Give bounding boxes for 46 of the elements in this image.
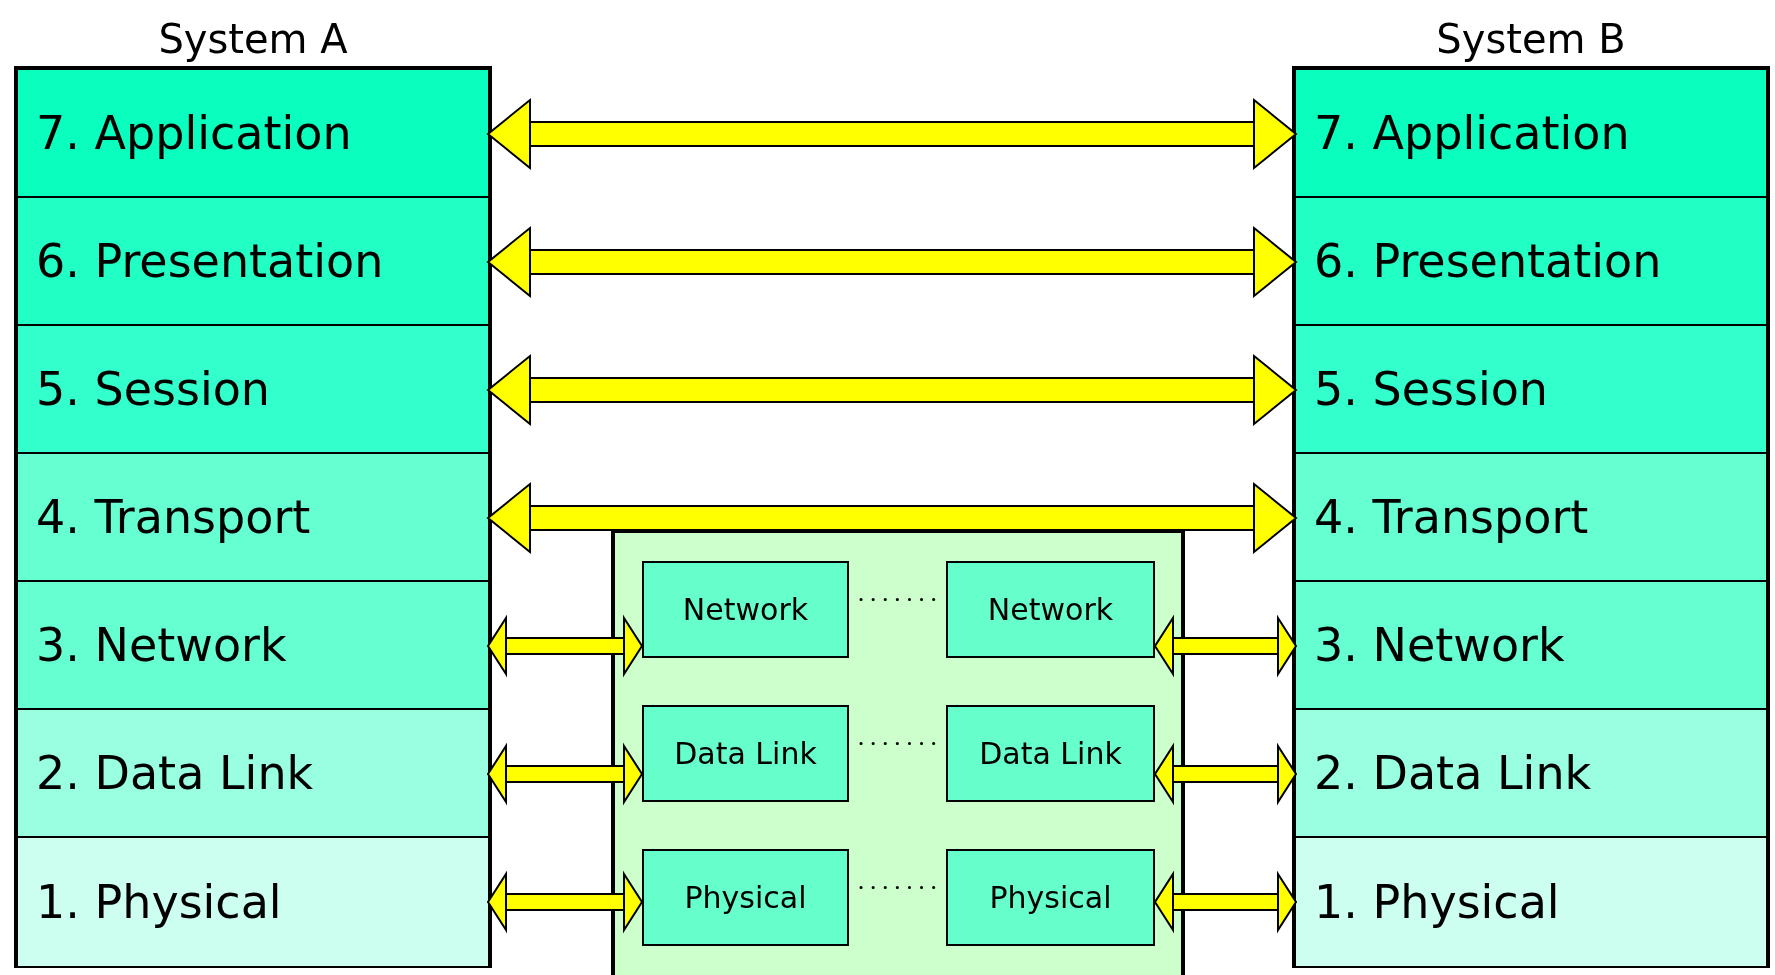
layer-label: Network — [987, 592, 1114, 627]
layer-label: 5. Session — [1313, 362, 1549, 416]
layer-box — [642, 849, 849, 946]
dotted-line — [859, 598, 936, 601]
system-title: System A — [157, 16, 349, 62]
layer-box — [18, 326, 488, 454]
layer-box — [1296, 582, 1766, 710]
layer-label: 6. Presentation — [1313, 234, 1662, 288]
dotted-line — [859, 742, 936, 745]
layer-box — [1296, 326, 1766, 454]
layer-box — [1296, 454, 1766, 582]
layer-box — [1296, 838, 1766, 966]
layer-label: Physical — [684, 880, 807, 915]
layer-label: 7. Application — [35, 106, 352, 160]
layer-label: Data Link — [979, 736, 1122, 771]
layer-label: 3. Network — [35, 618, 287, 672]
layer-box — [946, 705, 1155, 802]
layer-box — [18, 838, 488, 966]
layer-box — [18, 198, 488, 326]
layer-label: Physical — [989, 880, 1112, 915]
layer-label: Network — [682, 592, 809, 627]
layer-box — [642, 561, 849, 658]
layer-label: 1. Physical — [35, 875, 282, 929]
layer-box — [642, 705, 849, 802]
system-title: System B — [1435, 16, 1627, 62]
layer-box — [18, 710, 488, 838]
dotted-line — [859, 886, 936, 889]
layer-label: 2. Data Link — [1313, 746, 1592, 800]
layer-label: 1. Physical — [1313, 875, 1560, 929]
layer-box — [1296, 198, 1766, 326]
layer-label: 3. Network — [1313, 618, 1565, 672]
layer-box — [1296, 710, 1766, 838]
layer-box — [18, 454, 488, 582]
intermediate-node-box — [611, 529, 1185, 975]
layer-label: 2. Data Link — [35, 746, 314, 800]
layer-box — [1296, 70, 1766, 198]
layer-label: 4. Transport — [1313, 490, 1589, 544]
layer-box — [946, 849, 1155, 946]
layer-box — [18, 582, 488, 710]
layer-label: 5. Session — [35, 362, 271, 416]
layer-box — [18, 70, 488, 198]
layer-label: Data Link — [674, 736, 817, 771]
layer-label: 7. Application — [1313, 106, 1630, 160]
layer-label: 4. Transport — [35, 490, 311, 544]
layer-box — [946, 561, 1155, 658]
layer-label: 6. Presentation — [35, 234, 384, 288]
